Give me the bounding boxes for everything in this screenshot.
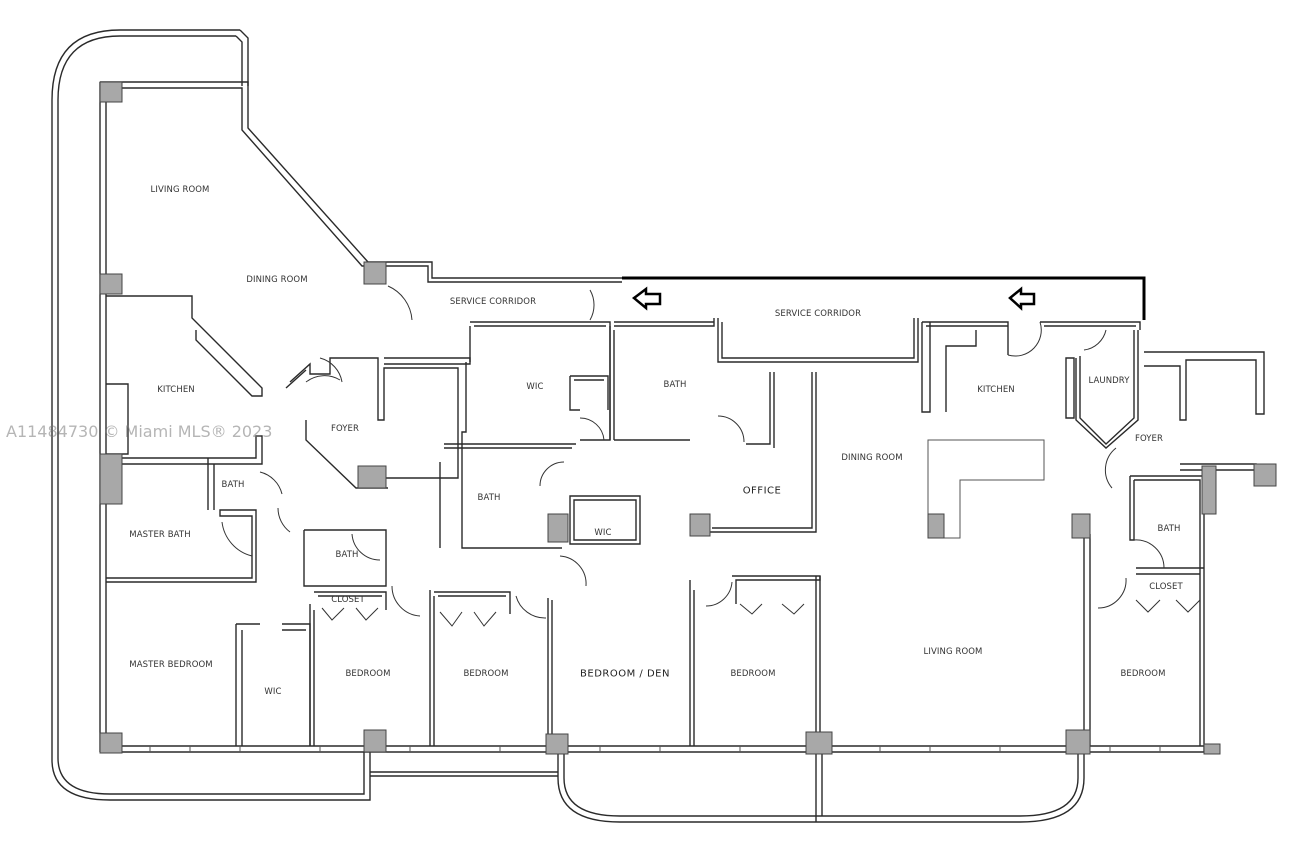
room-label-dining-room: DINING ROOM: [246, 275, 308, 285]
room-label-bath: BATH: [1157, 524, 1181, 534]
room-label-bath: BATH: [221, 480, 245, 490]
room-label-bedroom: BEDROOM: [730, 669, 776, 679]
room-label-bedroom: BEDROOM: [345, 669, 391, 679]
west-unit-walls: [99, 81, 1265, 823]
room-label-closet: CLOSET: [1149, 582, 1183, 592]
columns: [99, 81, 1277, 755]
room-label-living-room: LIVING ROOM: [150, 185, 210, 195]
room-label-wic: WIC: [594, 528, 612, 538]
mls-watermark: A11484730 © Miami MLS® 2023: [6, 422, 273, 441]
arrow-left-icon: [1008, 286, 1036, 311]
room-label-bath: BATH: [663, 380, 687, 390]
room-label-dining-room: DINING ROOM: [841, 453, 903, 463]
room-label-master-bath: MASTER BATH: [129, 530, 191, 540]
room-label-master-bedroom: MASTER BEDROOM: [129, 660, 213, 670]
doors: [221, 285, 1201, 627]
room-label-bath: BATH: [477, 493, 501, 503]
room-label-laundry: LAUNDRY: [1088, 376, 1130, 386]
room-label-wic: WIC: [264, 687, 282, 697]
room-label-service-corridor: SERVICE CORRIDOR: [449, 297, 537, 307]
room-label-kitchen: KITCHEN: [977, 385, 1015, 395]
room-label-bedroom-den: BEDROOM / DEN: [580, 668, 670, 680]
room-label-bedroom: BEDROOM: [1120, 669, 1166, 679]
room-label-service-corridor: SERVICE CORRIDOR: [774, 309, 862, 319]
room-label-bath: BATH: [335, 550, 359, 560]
room-label-living-room: LIVING ROOM: [923, 647, 983, 657]
room-label-closet: CLOSET: [331, 595, 365, 605]
room-label-wic: WIC: [526, 382, 544, 392]
room-label-foyer: FOYER: [330, 424, 360, 434]
room-label-bedroom: BEDROOM: [463, 669, 509, 679]
west-terrace: [51, 29, 371, 801]
arrow-left-icon: [631, 286, 662, 311]
room-label-foyer: FOYER: [1134, 434, 1164, 444]
room-label-office: OFFICE: [742, 485, 782, 497]
room-label-kitchen: KITCHEN: [157, 385, 195, 395]
